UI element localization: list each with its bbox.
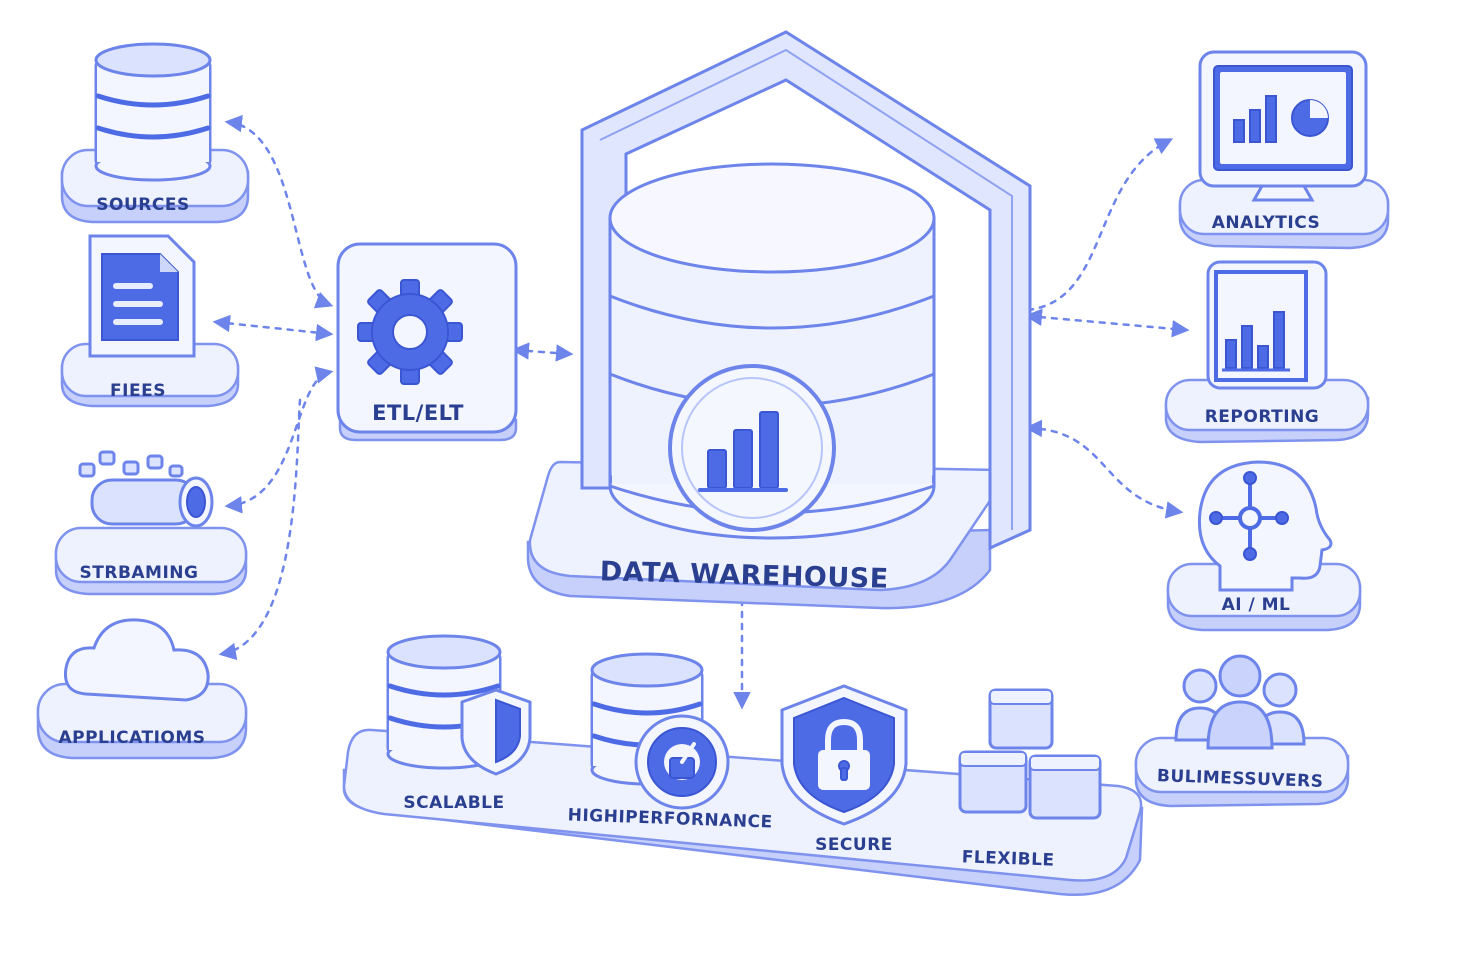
bar-chart-badge-icon bbox=[668, 364, 836, 532]
users-group-icon bbox=[1174, 654, 1306, 750]
source-sources: SOURCES bbox=[60, 42, 250, 224]
consumer-analytics: ANALYTICS bbox=[1178, 50, 1390, 250]
shield-lock-icon bbox=[780, 684, 908, 826]
connector-sources-etl bbox=[224, 114, 334, 309]
scalable-label: SCALABLE bbox=[403, 793, 504, 813]
files-label: FIEES bbox=[110, 381, 166, 401]
cubes-icon bbox=[958, 688, 1102, 820]
report-chart-icon bbox=[1206, 260, 1328, 390]
data-warehouse: DATA WAREHOUSE bbox=[526, 30, 1032, 610]
source-applications: APPLICATIOMS bbox=[36, 618, 248, 760]
features-platform bbox=[342, 728, 1144, 896]
connector-applications-etl bbox=[218, 398, 302, 661]
warehouse-label: DATA WAREHOUSE bbox=[599, 556, 889, 595]
consumer-ai-ml: AI / ML bbox=[1166, 460, 1362, 632]
monitor-chart-icon bbox=[1198, 50, 1368, 202]
connector-etl-warehouse bbox=[511, 342, 574, 362]
feature-secure: SECURE bbox=[780, 684, 908, 855]
reporting-label: REPORTING bbox=[1205, 407, 1320, 427]
feature-high-performance: HIGHIPERFORNANCE bbox=[567, 652, 773, 833]
analytics-label: ANALYTICS bbox=[1212, 213, 1321, 233]
etl-label: ETL/ELT bbox=[372, 401, 464, 425]
source-files: FIEES bbox=[60, 234, 240, 408]
streaming-pipe-icon bbox=[78, 450, 214, 528]
document-icon bbox=[88, 234, 196, 358]
database-shield-icon bbox=[386, 634, 532, 776]
ai-ml-label: AI / ML bbox=[1222, 595, 1291, 615]
cloud-icon bbox=[63, 618, 210, 702]
source-streaming: STRBAMING bbox=[54, 450, 248, 596]
streaming-label: STRBAMING bbox=[80, 563, 199, 583]
connector-warehouse-aiml bbox=[1024, 419, 1184, 519]
secure-label: SECURE bbox=[815, 835, 893, 855]
connector-warehouse-reporting bbox=[1024, 308, 1190, 338]
gear-icon bbox=[357, 279, 463, 385]
feature-scalable: SCALABLE bbox=[386, 634, 532, 813]
connector-files-etl bbox=[212, 314, 334, 342]
sources-label: SOURCES bbox=[96, 195, 189, 215]
connector-warehouse-analytics bbox=[1026, 138, 1174, 312]
etl-block: ETL/ELT bbox=[336, 242, 518, 442]
consumer-business-users: BULIMESSUVERS bbox=[1134, 654, 1350, 808]
flexible-label: FLEXIBLE bbox=[961, 847, 1055, 870]
database-icon bbox=[94, 42, 212, 182]
database-gauge-icon bbox=[590, 652, 730, 810]
head-network-icon bbox=[1197, 460, 1333, 592]
feature-flexible: FLEXIBLE bbox=[958, 688, 1102, 871]
applications-label: APPLICATIOMS bbox=[58, 728, 205, 748]
consumer-reporting: REPORTING bbox=[1164, 260, 1370, 444]
connector-streaming-etl bbox=[224, 366, 334, 514]
connectors bbox=[212, 114, 1190, 710]
